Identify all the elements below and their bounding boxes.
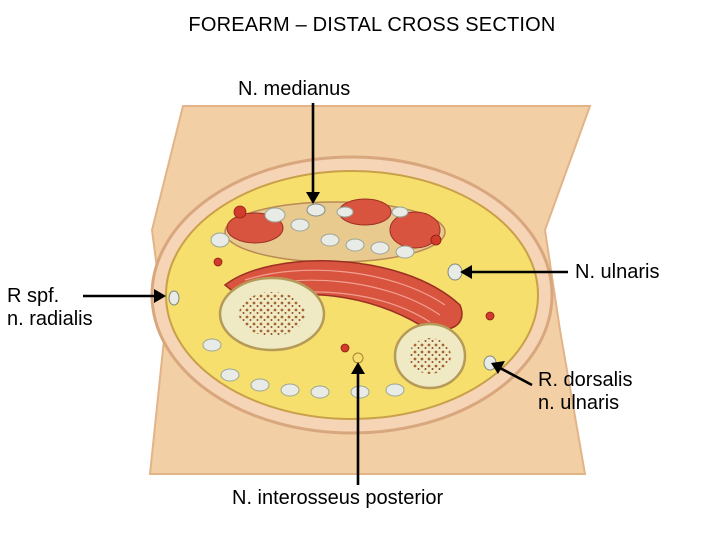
label-n-ulnaris: N. ulnaris	[575, 261, 659, 284]
radius-bone	[218, 276, 326, 352]
median-nerve	[306, 203, 326, 217]
posterior-interosseous-nerve	[352, 352, 364, 364]
superficial-radial-nerve	[168, 290, 180, 306]
label-text: N. ulnaris	[575, 261, 660, 283]
diagram-title: FOREARM – DISTAL CROSS SECTION	[188, 14, 556, 36]
label-line-1: R spf.	[7, 285, 60, 307]
label-line-2: n. ulnaris	[538, 392, 620, 414]
label-text: N. interosseus posterior	[232, 487, 444, 509]
vessel-group	[213, 205, 495, 353]
label-r-spf-n-radialis: R spf. n. radialis	[7, 285, 93, 331]
ulna-bone	[393, 322, 467, 390]
label-text: N. medianus	[238, 78, 351, 100]
label-r-dorsalis-n-ulnaris: R. dorsalis n. ulnaris	[538, 369, 632, 415]
ulnar-nerve	[447, 263, 463, 281]
tendon-group	[202, 206, 415, 399]
label-n-medianus: N. medianus	[238, 78, 350, 101]
flexor-muscle-right	[389, 211, 441, 249]
label-line-1: R. dorsalis	[538, 369, 633, 391]
label-line-2: n. radialis	[7, 308, 93, 330]
pointer-arrows	[83, 103, 568, 485]
label-n-interosseus-posterior: N. interosseus posterior	[232, 487, 443, 510]
